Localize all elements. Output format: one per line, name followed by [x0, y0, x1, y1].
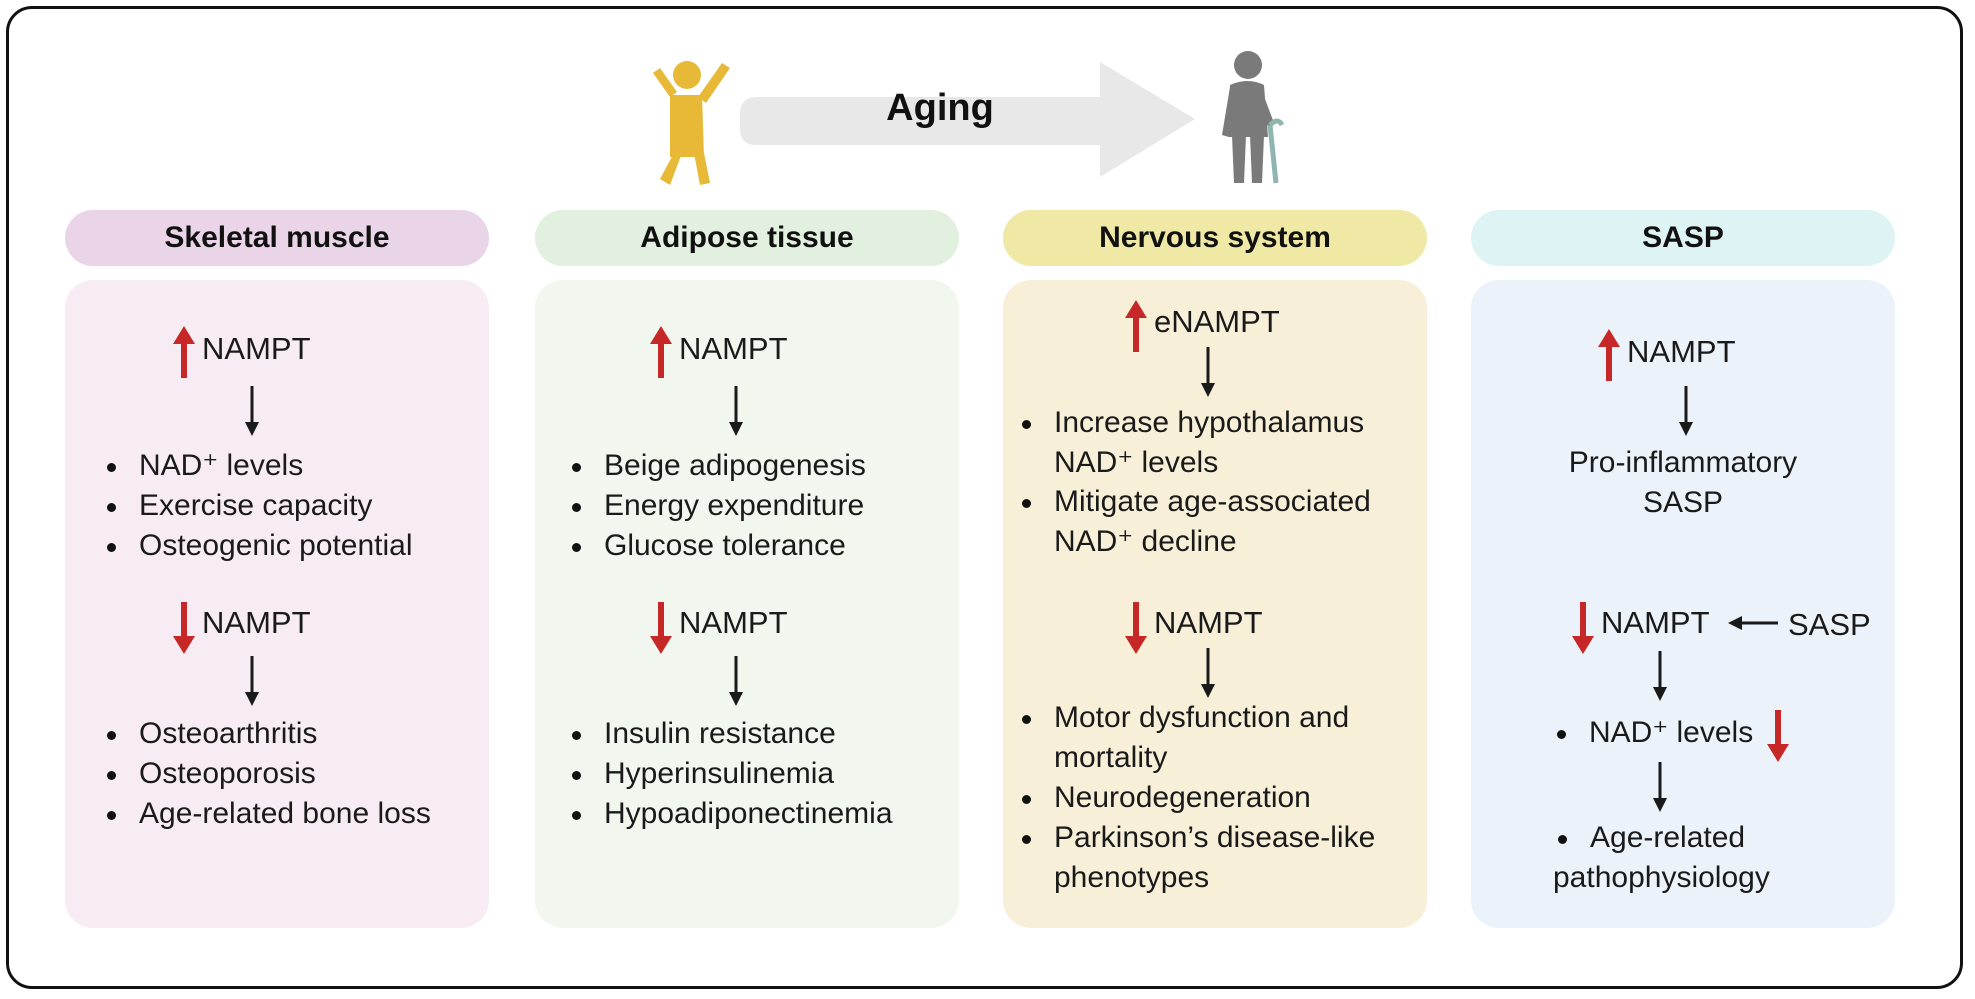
skeletal-muscle-title: Skeletal muscle: [164, 221, 390, 254]
left-arrow-icon: [1728, 616, 1778, 630]
up-arrow-icon: [1125, 300, 1147, 352]
aging-arrow: [740, 62, 1195, 177]
nervous-system-header: Nervous system: [1003, 210, 1427, 266]
nervous-system-panel: [1003, 280, 1427, 928]
list-item: Energy expenditure: [571, 486, 864, 526]
nervous-down-nampt: NAMPT: [1154, 605, 1263, 640]
pro-inflammatory-sasp: Pro-inflammatory SASP: [1471, 443, 1895, 523]
list-item: Osteogenic potential: [107, 526, 413, 566]
adipose-tissue-header: Adipose tissue: [535, 210, 959, 266]
list-item: Glucose tolerance: [572, 526, 846, 566]
list-item-line: Age-related: [1590, 821, 1746, 854]
list-item: Mitigate age-associated NAD⁺ decline: [1022, 482, 1371, 562]
sasp-down-nampt: NAMPT: [1601, 605, 1710, 640]
list-item-line: NAD⁺ decline: [1054, 525, 1237, 558]
list-item-line: Motor dysfunction and: [1054, 701, 1350, 734]
list-item: Exercise capacity: [106, 486, 372, 526]
up-arrow-icon: [1598, 329, 1620, 381]
down-arrow-icon: [1201, 648, 1215, 698]
sasp-header: SASP: [1471, 210, 1895, 266]
list-item-line: phenotypes: [1054, 861, 1210, 894]
list-item-line: Increase hypothalamus: [1054, 406, 1365, 439]
down-red-arrow-icon: [173, 602, 195, 654]
list-item: Hypoadiponectinemia: [572, 794, 893, 834]
down-red-arrow-icon: [1125, 602, 1147, 654]
down-arrow-icon: [1679, 386, 1693, 436]
list-item: Age-related: [1557, 818, 1746, 858]
list-item: Motor dysfunction and mortality: [1021, 698, 1350, 778]
list-item: Osteoporosis: [107, 754, 316, 794]
up-arrow-icon: [650, 326, 672, 378]
list-item: NAD⁺ levels: [106, 446, 303, 486]
list-item: NAD⁺ levels: [1556, 713, 1753, 753]
sasp-panel: [1471, 280, 1895, 928]
down-red-arrow-icon: [650, 602, 672, 654]
list-item-line: mortality: [1054, 741, 1168, 774]
list-item: Beige adipogenesis: [572, 446, 866, 486]
sasp-result-line: SASP: [1642, 486, 1724, 519]
down-arrow-icon: [1653, 651, 1667, 701]
figure-frame: [6, 6, 1963, 989]
down-arrow-icon: [1201, 347, 1215, 397]
skeletal-muscle-header: Skeletal muscle: [65, 210, 489, 266]
adipose-up-nampt: NAMPT: [679, 331, 788, 366]
down-red-arrow-icon: [1572, 602, 1594, 654]
skeletal-muscle-panel: [65, 280, 489, 928]
down-arrow-icon: [1653, 762, 1667, 812]
sasp-up-nampt: NAMPT: [1627, 334, 1736, 369]
young-person-icon: [653, 61, 730, 185]
nervous-up-enampt: eNAMPT: [1154, 304, 1280, 339]
list-item: Increase hypothalamus NAD⁺ levels: [1021, 403, 1365, 483]
list-item: Osteoarthritis: [106, 714, 317, 754]
elderly-person-with-cane-icon: [1222, 51, 1285, 184]
down-red-arrow-icon: [1767, 710, 1789, 762]
aging-banner: Aging: [640, 45, 1200, 195]
adipose-down-nampt: NAMPT: [679, 605, 788, 640]
aging-label: Aging: [886, 87, 994, 129]
sasp-source-label: SASP: [1788, 607, 1871, 642]
list-item: Insulin resistance: [572, 714, 836, 754]
list-item-line: Parkinson’s disease-like: [1054, 821, 1376, 854]
list-item: Hyperinsulinemia: [571, 754, 834, 794]
aging-graphic: [653, 61, 1195, 185]
list-item: Age-related bone loss: [107, 794, 431, 834]
list-item: Neurodegeneration: [1022, 778, 1311, 818]
skeletal-up-nampt: NAMPT: [202, 331, 311, 366]
skeletal-down-nampt: NAMPT: [202, 605, 311, 640]
sasp-result-line: Pro-inflammatory: [1568, 446, 1798, 479]
list-item-line: Neurodegeneration: [1054, 781, 1311, 814]
sasp-title: SASP: [1642, 221, 1724, 254]
adipose-tissue-title: Adipose tissue: [640, 221, 854, 254]
adipose-tissue-panel: [535, 280, 959, 928]
down-arrow-icon: [245, 656, 259, 706]
list-item: Parkinson’s disease-like phenotypes: [1021, 818, 1376, 898]
list-item-line: Mitigate age-associated: [1054, 485, 1371, 518]
down-arrow-icon: [729, 656, 743, 706]
nervous-system-title: Nervous system: [1099, 221, 1331, 254]
up-arrow-icon: [173, 326, 195, 378]
down-arrow-icon: [729, 386, 743, 436]
down-arrow-icon: [245, 386, 259, 436]
list-item-line: pathophysiology: [1553, 861, 1770, 894]
list-item-line: NAD⁺ levels: [1054, 446, 1219, 479]
